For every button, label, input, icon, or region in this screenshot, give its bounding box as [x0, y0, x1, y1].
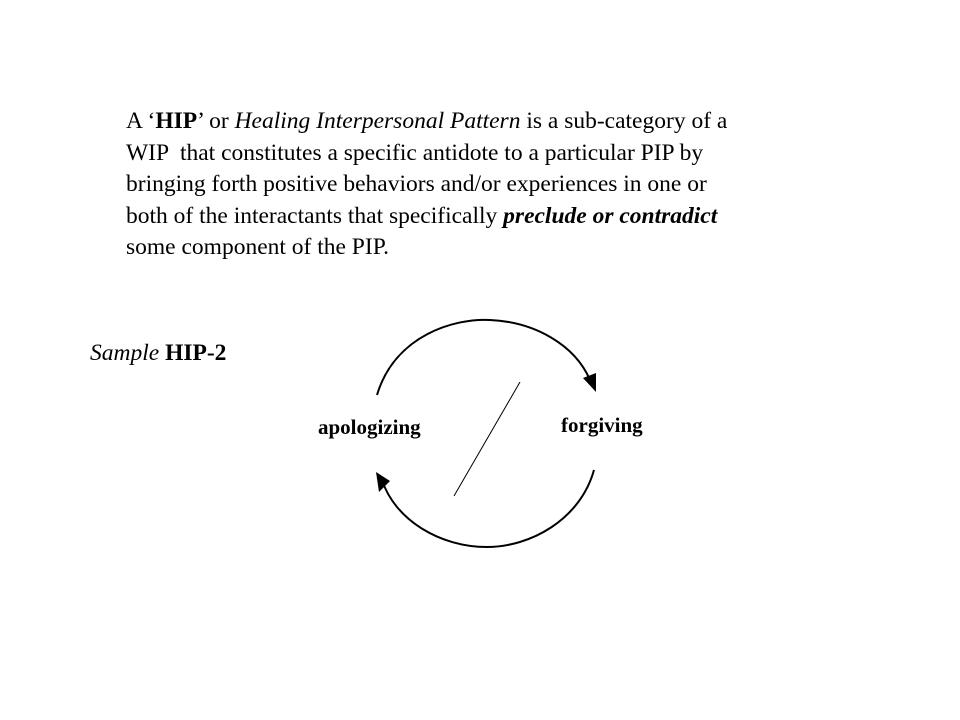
forgiving-label: forgiving: [561, 413, 643, 437]
hip-term: HIP: [155, 108, 198, 134]
divider-slash: [453, 381, 521, 497]
definition-paragraph: A ‘HIP’ or Healing Interpersonal Pattern…: [126, 106, 826, 264]
sample-title: Sample HIP-2: [90, 340, 226, 367]
apologizing-label: apologizing: [318, 415, 421, 439]
text: both of the interactants that specifical…: [126, 202, 504, 229]
top-arrowhead-icon: [583, 373, 596, 392]
text: A ‘: [126, 108, 156, 134]
text: bringing forth positive behaviors and/or…: [126, 171, 707, 197]
text: ’ or: [197, 108, 235, 134]
top-arrow-arc: [376, 318, 591, 396]
text: is a sub-category of a: [520, 108, 728, 134]
emphasis-text: preclude or contradict: [503, 202, 718, 229]
bottom-arrowhead-icon: [376, 472, 390, 492]
sample-prefix: Sample: [90, 340, 160, 366]
sample-name: HIP-2: [165, 340, 227, 366]
text: some component of the PIP.: [126, 234, 390, 260]
healing-term: Healing Interpersonal Pattern: [234, 108, 521, 134]
text: WIP that constitutes a specific antidote…: [126, 139, 704, 166]
bottom-arrow-arc: [381, 469, 595, 549]
